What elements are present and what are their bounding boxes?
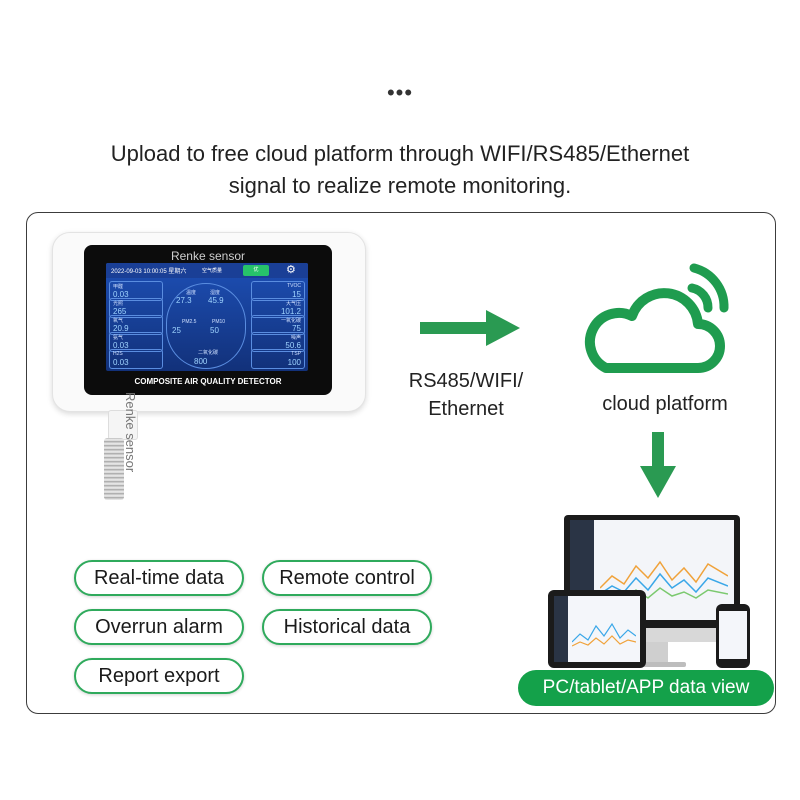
headline-line-2: signal to realize remote monitoring. [228, 173, 572, 198]
reading-name: 氧气 [113, 318, 124, 324]
screen-footer: COMPOSITE AIR QUALITY DETECTOR [134, 377, 282, 386]
arrow-down-icon [640, 432, 676, 498]
tablet-screen [554, 596, 640, 662]
reading-name: PM10 [212, 319, 226, 325]
reading-value: 75 [292, 324, 301, 333]
reading-value: 800 [194, 357, 208, 366]
reading-value: 101.2 [280, 307, 301, 316]
cloud-platform-label: cloud platform [602, 393, 728, 415]
ellipsis-dots: ••• [386, 80, 414, 105]
feature-pill-real-time-data: Real-time data [74, 560, 244, 596]
sensor-probe [104, 438, 124, 500]
connection-label: RS485/WIFI/ Ethernet [386, 367, 546, 423]
connection-label-line-2: Ethernet [428, 398, 504, 420]
monitor-base [618, 662, 686, 667]
reading-name: 二氧化碳 [198, 350, 219, 356]
reading-value: 25 [172, 326, 181, 335]
reading-value: 20.9 [113, 324, 129, 333]
reading-value: 15 [292, 290, 301, 299]
reading-value: 50 [210, 326, 219, 335]
reading-value: 50.6 [285, 341, 301, 350]
reading-value: 100 [287, 358, 301, 367]
screen-date-time: 2022-09-03 10:00:05 星期六 [111, 269, 187, 275]
gear-icon: ⚙ [286, 264, 296, 276]
center-readings-ring [166, 283, 246, 369]
reading-name: H2S [113, 351, 123, 357]
feature-pill-historical-data: Historical data [262, 609, 432, 645]
reading-name: PM2.5 [182, 319, 197, 325]
reading-name: 甲醛 [113, 284, 124, 290]
connection-label-line-1: RS485/WIFI/ [408, 370, 524, 392]
air-quality-button: 优 [243, 265, 269, 276]
tablet-sidebar [554, 596, 568, 662]
reading-value: 0.03 [113, 290, 129, 299]
reading-value: 265 [113, 307, 127, 316]
headline: Upload to free cloud platform through WI… [40, 138, 760, 202]
reading-name: 噪声 [290, 335, 301, 341]
reading-name: 氨气 [113, 335, 124, 341]
reading-name: 一氧化碳 [280, 318, 301, 324]
screen-title: Renke sensor [170, 249, 246, 263]
reading-name: 温度 [186, 290, 197, 296]
feature-pill-overrun-alarm: Overrun alarm [74, 609, 244, 645]
reading-value: 0.03 [113, 358, 129, 367]
air-quality-label: 空气质量 [202, 268, 223, 274]
device-brand-text: Renke sensor [123, 392, 138, 473]
reading-value: 27.3 [176, 296, 192, 305]
reading-name: 大气压 [285, 301, 301, 307]
data-view-badge: PC/tablet/APP data view [518, 670, 774, 706]
cloud-wifi-icon [584, 263, 729, 373]
reading-name: TSP [291, 351, 301, 357]
reading-name: 光照 [113, 301, 124, 307]
headline-line-1: Upload to free cloud platform through WI… [110, 141, 690, 166]
reading-value: 0.03 [113, 341, 129, 350]
reading-name: 湿度 [210, 290, 221, 296]
reading-name: TVOC [287, 283, 301, 289]
tablet-chart-graphic [572, 622, 636, 647]
probe-connector [108, 410, 138, 440]
feature-pill-report-export: Report export [74, 658, 244, 694]
reading-value: 45.9 [208, 296, 224, 305]
phone-screen [719, 611, 747, 659]
feature-pill-remote-control: Remote control [262, 560, 432, 596]
arrow-right-icon [420, 310, 520, 346]
